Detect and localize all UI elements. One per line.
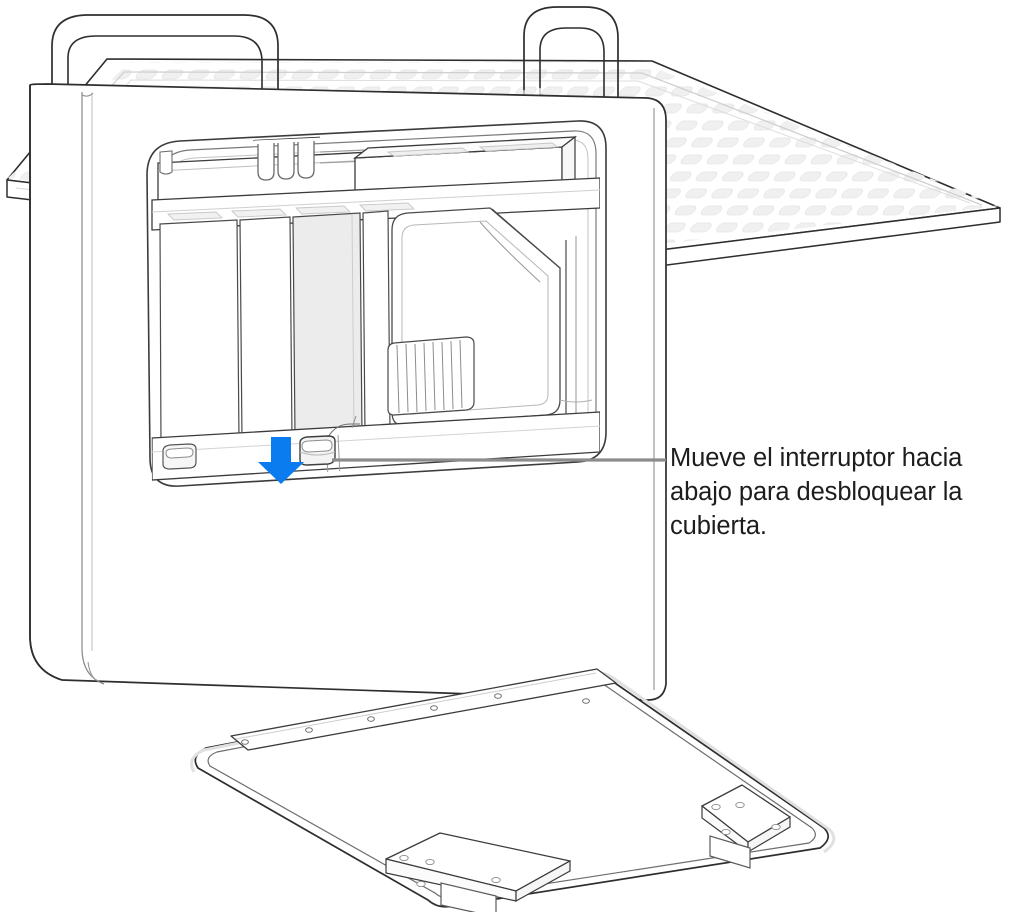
hinge-holes: [241, 693, 590, 745]
card-guide-rail: [151, 177, 600, 231]
pie-cubierta-izquierdo: [385, 832, 571, 912]
pcie-card-slots: [159, 207, 593, 447]
cubierta-extraida: [190, 668, 836, 912]
interruptor-de-bloqueo[interactable]: [299, 435, 336, 466]
tarjeta-pcie-resaltada: [292, 212, 363, 439]
pestillo-secundario: [162, 443, 197, 470]
callout-text: Mueve el interruptor hacia abajo para de…: [670, 444, 970, 540]
arrow-down-icon: [258, 437, 304, 484]
pie-cubierta-derecho: [701, 784, 791, 869]
vent-grille: [387, 336, 475, 416]
interior-components: [151, 135, 600, 481]
